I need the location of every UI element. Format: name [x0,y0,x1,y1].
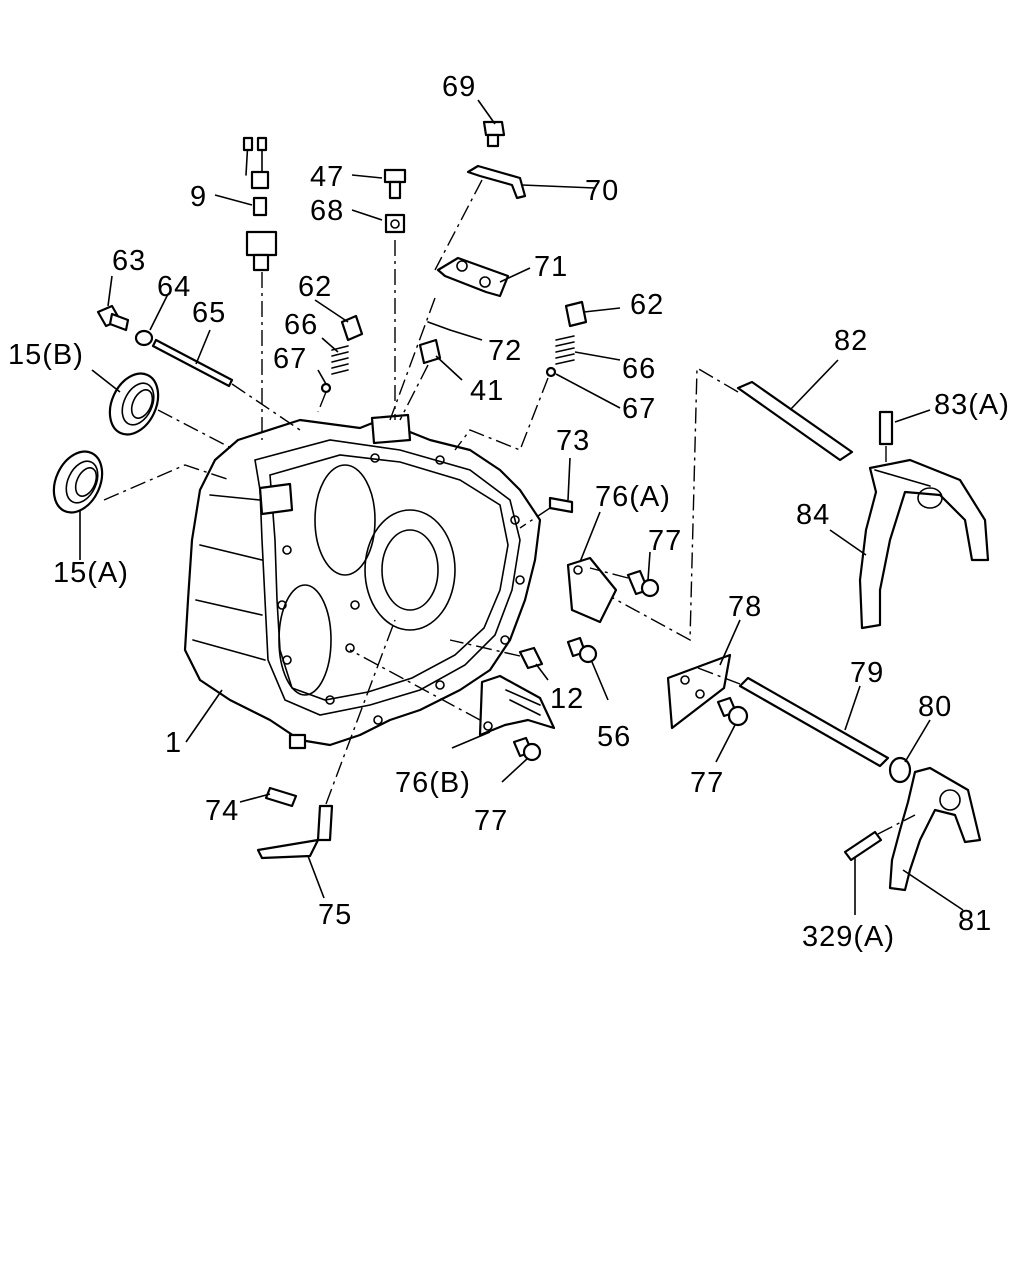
callout-73: 73 [556,425,590,457]
guide-plate-75 [256,804,334,860]
callout-15a: 15(A) [53,557,129,589]
callout-67-left: 67 [273,343,307,375]
callout-82: 82 [834,325,868,357]
callout-47: 47 [310,161,344,193]
callout-15b: 15(B) [8,339,84,371]
bracket-70 [466,164,527,200]
pin-83a [878,410,894,446]
reverse-switch [383,168,407,234]
callout-76b: 76(B) [395,767,471,799]
flange-bolt-holes [277,453,525,725]
ball-spring-cap-right [545,300,588,378]
neutral-switch [242,136,278,272]
shift-fork-81 [888,766,982,892]
callout-79: 79 [850,657,884,689]
callout-77-c: 77 [474,805,508,837]
callout-84: 84 [796,499,830,531]
transmission-case [183,413,542,750]
dowel-74 [264,786,298,808]
callout-72: 72 [488,335,522,367]
bushing-80 [888,756,912,784]
callout-329a: 329(A) [802,921,895,953]
callout-labels: 69 47 70 9 68 63 71 64 62 62 65 66 82 15… [8,71,1010,953]
callout-64: 64 [157,271,191,303]
washer [134,329,154,347]
callout-77-a: 77 [648,525,682,557]
bolt-69 [482,120,506,148]
shift-rod-82 [736,380,854,462]
callout-66-right: 66 [622,353,656,385]
callout-68: 68 [310,195,344,227]
oil-seal-15b [108,372,160,436]
callout-41: 41 [470,375,504,407]
shift-rod-65 [151,338,234,388]
bolt-77-c [512,736,542,762]
plate-71 [436,256,510,298]
callout-83a: 83(A) [934,389,1010,421]
callout-65: 65 [192,297,226,329]
pin-329a [843,830,883,862]
pin-72 [427,321,451,331]
callout-71: 71 [534,251,568,283]
shift-rod-79 [738,676,890,768]
bolt-77-b [716,696,749,727]
dowel-12 [518,646,544,670]
shift-fork-84 [858,458,990,630]
callout-9: 9 [190,181,207,213]
callout-70: 70 [585,175,619,207]
callout-74: 74 [205,795,239,827]
callout-75: 75 [318,899,352,931]
callout-76a: 76(A) [595,481,671,513]
ball-spring-cap-left [320,314,364,394]
callout-77-b: 77 [690,767,724,799]
plug-bolt [96,304,130,332]
callout-62-left: 62 [298,271,332,303]
callout-80: 80 [918,691,952,723]
callout-12: 12 [550,683,584,715]
plate-78 [666,653,732,730]
leader-lines [79,99,964,915]
callout-78: 78 [728,591,762,623]
bracket-76a [566,556,618,624]
callout-1: 1 [165,727,182,759]
oil-seal-15a [52,450,104,514]
callout-63: 63 [112,245,146,277]
bolt-56 [566,636,598,664]
bushing-41 [418,338,442,365]
callout-66-left: 66 [284,309,318,341]
callout-67-right: 67 [622,393,656,425]
bracket-76b [478,674,556,737]
label-73 [548,496,574,514]
callout-81: 81 [958,905,992,937]
callout-62-right: 62 [630,289,664,321]
callout-56: 56 [597,721,631,753]
bolt-77-a [626,569,660,598]
callout-69: 69 [442,71,476,103]
